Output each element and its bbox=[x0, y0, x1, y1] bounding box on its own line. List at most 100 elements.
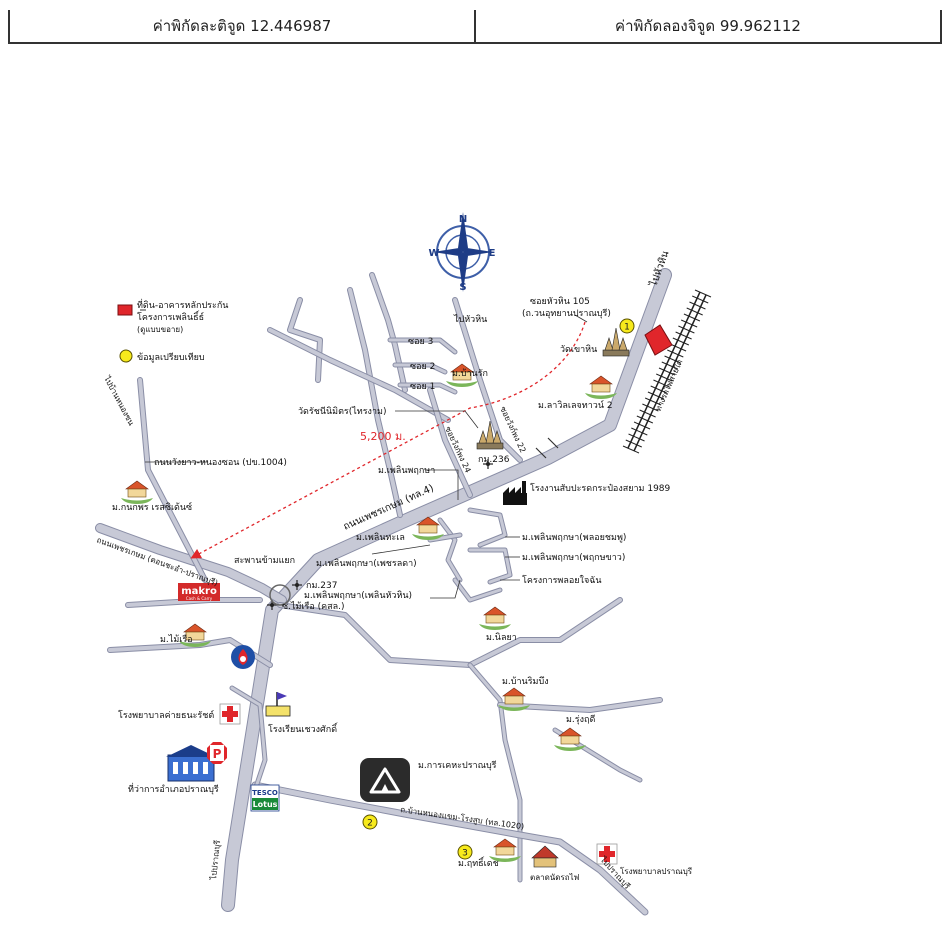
km-236-label: กม.236 bbox=[478, 455, 510, 465]
leader-lines bbox=[145, 314, 588, 599]
tesco-lotus-logo: TESCO Lotus bbox=[250, 784, 280, 812]
camp-badge-icon bbox=[360, 758, 410, 802]
lotus-logo-text: Lotus bbox=[253, 800, 278, 809]
mai-rua-label: ม.ไม้เรือ bbox=[160, 634, 193, 645]
konkanporn-label: ม.กนกพร เรสซิเด้นซ์ bbox=[112, 501, 192, 513]
latitude-text: ค่าพิกัดละติจูด 12.446987 bbox=[152, 17, 332, 35]
compass-icon bbox=[433, 212, 493, 292]
local-road-a bbox=[287, 297, 323, 383]
saphan-bridge-label: สะพานข้ามแยก bbox=[234, 555, 295, 566]
house-icon-ploen-thale bbox=[412, 516, 444, 540]
soi-1-road bbox=[397, 382, 458, 395]
legend-site-label-3: (ดูแบบขอาย) bbox=[137, 325, 183, 335]
ploen-pink-label: ม.เพลินพฤกษา(พลอยชมพู) bbox=[522, 532, 626, 543]
lavender-town-label: ม.ลาวิลเลจทาวน์ 2 bbox=[538, 399, 613, 411]
hospital-army-label: โรงพยาบาลค่ายธนะรัชต์ bbox=[118, 709, 214, 721]
factory-icon bbox=[503, 481, 527, 505]
estate-road-2 bbox=[467, 507, 508, 548]
km-post-236-icon bbox=[483, 459, 493, 469]
compass-north-label: N bbox=[459, 214, 467, 225]
to-nong-sun-label: ไปบ้านหนองซน bbox=[102, 374, 136, 428]
house-icon-ban-rak bbox=[446, 363, 478, 387]
roads-layer bbox=[95, 268, 672, 916]
comparable-marker-1: 1 bbox=[619, 318, 635, 334]
road-1004 bbox=[137, 377, 208, 583]
tesco-logo-text: TESCO bbox=[252, 789, 278, 797]
makro-logo-text: makro bbox=[181, 586, 217, 597]
road-break-icon bbox=[535, 437, 559, 459]
road-rim-bueng bbox=[497, 697, 663, 713]
ritthidet-label: ม.ฤทธิ์เดช bbox=[458, 856, 499, 869]
ploy-project-label: โครงการพลอยใจฉัน bbox=[522, 575, 602, 586]
market-label: ตลาดนัดรถไฟ bbox=[530, 873, 580, 882]
soi-hua-hin-105-sub-label: (ถ.วนอุทยานปราณบุรี) bbox=[522, 308, 611, 319]
gas-station-icon bbox=[231, 645, 255, 669]
features-layer bbox=[190, 289, 712, 559]
parking-sign-letter: P bbox=[213, 747, 222, 761]
ploen-thale-label: ม.เพลินทะเล bbox=[356, 532, 405, 543]
nong-khaem-road bbox=[251, 781, 649, 916]
estate-road-1 bbox=[437, 517, 463, 583]
legend-comparable-icon bbox=[119, 349, 133, 363]
phetkasem-old-road bbox=[95, 523, 287, 605]
ploen-white-label: ม.เพลินพฤกษา(พฤกษขาว) bbox=[522, 552, 625, 563]
local-road-b bbox=[347, 287, 403, 518]
longitude-text: ค่าพิกัดลองจิจูด 99.962112 bbox=[615, 17, 801, 35]
house-icon-nilaya bbox=[479, 606, 511, 630]
wat-khao-hin-label: วัดเขาหิน bbox=[560, 344, 597, 355]
temple-icon-wat-thaiyaram bbox=[476, 420, 504, 450]
phetkasem-highway bbox=[221, 268, 672, 912]
rungruedee-label: ม.รุ่งฤดี bbox=[566, 714, 595, 725]
local-road-d bbox=[267, 327, 451, 423]
factory-label: โรงงานสับปะรดกระป๋องสยาม 1989 bbox=[530, 483, 671, 494]
soi-wang-phong-22-road bbox=[452, 297, 523, 463]
soi-1-label: ซอย 1 bbox=[410, 382, 435, 392]
railway-line bbox=[622, 289, 712, 454]
school-icon bbox=[265, 692, 291, 717]
wat-thaiyaram-label: วัดรัชนีนิมิตร(ไทรงาม) bbox=[298, 406, 386, 417]
estate-road-4 bbox=[452, 577, 503, 603]
house-icon-ritthidet bbox=[489, 838, 521, 862]
km-post-237-icon bbox=[292, 580, 302, 590]
legend-site-label-2: โครงการเพลินธิ์ธ์ bbox=[137, 310, 204, 323]
house-icon-rim-bueng bbox=[498, 687, 530, 711]
latitude-cell: ค่าพิกัดละติจูด 12.446987 bbox=[10, 10, 474, 42]
ploen-huahin-label: ม.เพลินพฤกษา(เพลินหัวหิน) bbox=[304, 590, 412, 601]
house-icon-konkanporn bbox=[121, 480, 153, 504]
compass-east-label: E bbox=[489, 248, 496, 259]
coordinate-header: ค่าพิกัดละติจูด 12.446987 ค่าพิกัดลองจิจ… bbox=[8, 10, 942, 44]
to-pranburi-left-label: ไปปราณบุรี bbox=[209, 839, 222, 881]
district-office-label: ที่ว่าการอำเภอปราณบุรี bbox=[128, 782, 219, 795]
comparable-marker-number: 2 bbox=[367, 819, 373, 829]
soi-hua-hin-105-label: ซอยหัวหิน 105 bbox=[530, 296, 590, 307]
temple-icon-wat-khao-hin bbox=[602, 327, 630, 357]
local-road-south bbox=[229, 685, 268, 793]
road-1004-label: ถนนวังยาว-หนองซอน (ปข.1004) bbox=[154, 458, 287, 468]
hospital-icon-pranburi bbox=[596, 843, 618, 865]
parking-sign-icon: P bbox=[207, 742, 227, 764]
ploen-petch-label: ม.เพลินพฤกษา(เพชรลดา) bbox=[316, 558, 417, 569]
comparable-marker-number: 3 bbox=[462, 849, 468, 859]
soi-wang-phong-24-road bbox=[427, 387, 473, 498]
bridge-icon bbox=[269, 584, 291, 606]
legend-site-swatch bbox=[117, 304, 133, 316]
labels-layer: NESWที่ดิน-อาคารหลักประกันโครงการเพลินธิ… bbox=[95, 214, 692, 891]
comparable-marker-3: 3 bbox=[457, 844, 473, 860]
ban-rak-label: ม.บ้านรัก bbox=[452, 368, 488, 379]
soi-3-road bbox=[387, 337, 458, 355]
nilaya-label: ม.นิลยา bbox=[486, 632, 517, 643]
hospital-pranburi-label: โรงพยาบาลปราณบุรี bbox=[620, 866, 693, 876]
hospital-icon-army bbox=[219, 703, 241, 725]
soi-2-label: ซอย 2 bbox=[410, 362, 435, 372]
legend-site-label-1: ที่ดิน-อาคารหลักประกัน bbox=[137, 298, 228, 311]
compass-west-label: W bbox=[428, 248, 439, 259]
to-hua-hin-mid-label: ไปหัวหิน bbox=[453, 314, 487, 325]
railway-label: ทางรถไฟสายใต้ bbox=[654, 358, 685, 413]
soi-2-road bbox=[392, 362, 448, 375]
baan-rim-bueng-label: ม.บ้านริมบึง bbox=[502, 676, 549, 687]
makro-logo-sub: Cash & Carry bbox=[186, 596, 213, 601]
legend-comparables-label: ข้อมูลเปรียบเทียบ bbox=[137, 352, 205, 363]
